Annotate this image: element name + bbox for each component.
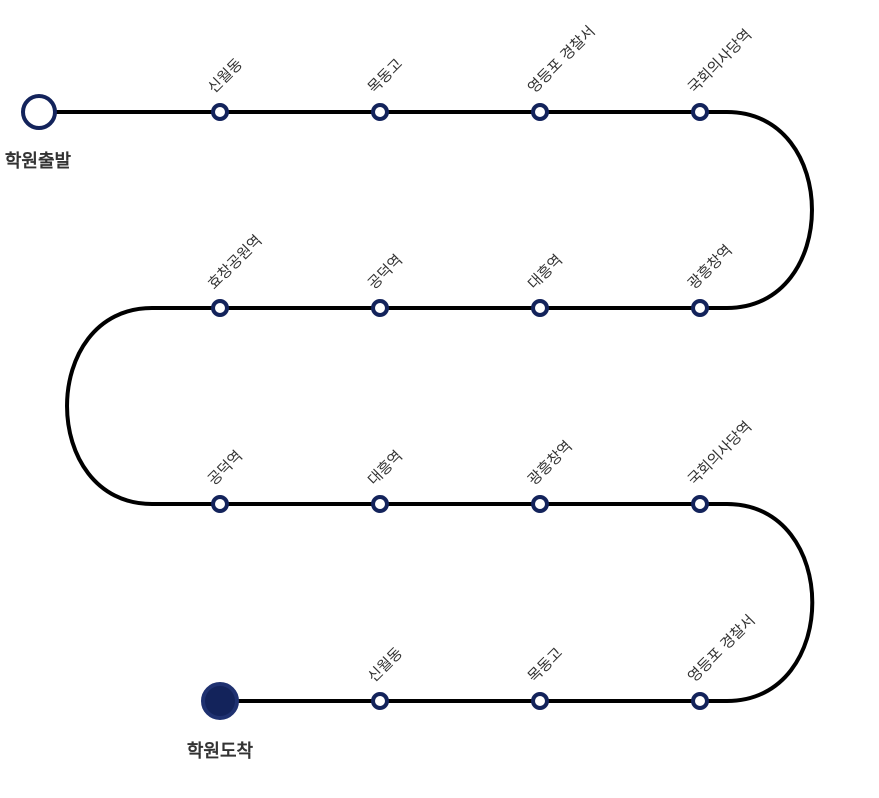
stop-label: 광흥창역 bbox=[524, 437, 576, 489]
stop: 국회의사당역 bbox=[684, 26, 755, 121]
stop-label: 공덕역 bbox=[204, 447, 246, 489]
stop: 효창공원역 bbox=[204, 231, 266, 317]
end-label: 학원도착 bbox=[187, 740, 254, 762]
stop-marker bbox=[691, 103, 709, 121]
stop-label: 광흥창역 bbox=[684, 241, 736, 293]
stop: 영등포 경찰서 bbox=[524, 22, 599, 121]
stop: 공덕역 bbox=[204, 447, 246, 513]
stop-label: 신월동 bbox=[364, 644, 406, 686]
stop-label: 신월동 bbox=[204, 55, 246, 97]
stop-marker bbox=[531, 692, 549, 710]
stop: 대흥역 bbox=[524, 251, 566, 317]
stop: 대흥역 bbox=[364, 447, 406, 513]
stop-label: 영등포 경찰서 bbox=[684, 611, 759, 686]
terminals-layer: 학원출발 학원도착 bbox=[5, 94, 254, 762]
stop: 광흥창역 bbox=[684, 241, 736, 317]
start-marker bbox=[21, 94, 57, 130]
stop: 영등포 경찰서 bbox=[684, 611, 759, 710]
stop-marker bbox=[691, 495, 709, 513]
stop-marker bbox=[531, 495, 549, 513]
stop: 신월동 bbox=[204, 55, 246, 121]
stop-marker bbox=[691, 299, 709, 317]
stop-marker bbox=[371, 299, 389, 317]
stop: 광흥창역 bbox=[524, 437, 576, 513]
stop-marker bbox=[371, 103, 389, 121]
route-line bbox=[55, 110, 815, 703]
stop-marker bbox=[531, 299, 549, 317]
stop: 신월동 bbox=[364, 644, 406, 710]
start-label: 학원출발 bbox=[5, 150, 72, 172]
stop-marker bbox=[211, 103, 229, 121]
stop-marker bbox=[531, 103, 549, 121]
stop: 목동고 bbox=[524, 644, 566, 710]
stop-label: 대흥역 bbox=[524, 251, 566, 293]
stop-label: 목동고 bbox=[524, 644, 566, 686]
stop-marker bbox=[211, 299, 229, 317]
stop-marker bbox=[371, 692, 389, 710]
stop-label: 국회의사당역 bbox=[684, 418, 755, 489]
stop-marker bbox=[691, 692, 709, 710]
stop-label: 효창공원역 bbox=[204, 231, 266, 293]
stop-label: 영등포 경찰서 bbox=[524, 22, 599, 97]
stop-label: 대흥역 bbox=[364, 447, 406, 489]
stop-marker bbox=[211, 495, 229, 513]
stop-label: 국회의사당역 bbox=[684, 26, 755, 97]
stop: 공덕역 bbox=[364, 251, 406, 317]
stop: 목동고 bbox=[364, 55, 406, 121]
end-marker bbox=[201, 682, 239, 720]
stop-label: 목동고 bbox=[364, 55, 406, 97]
stop: 국회의사당역 bbox=[684, 418, 755, 513]
stop-marker bbox=[371, 495, 389, 513]
stop-label: 공덕역 bbox=[364, 251, 406, 293]
